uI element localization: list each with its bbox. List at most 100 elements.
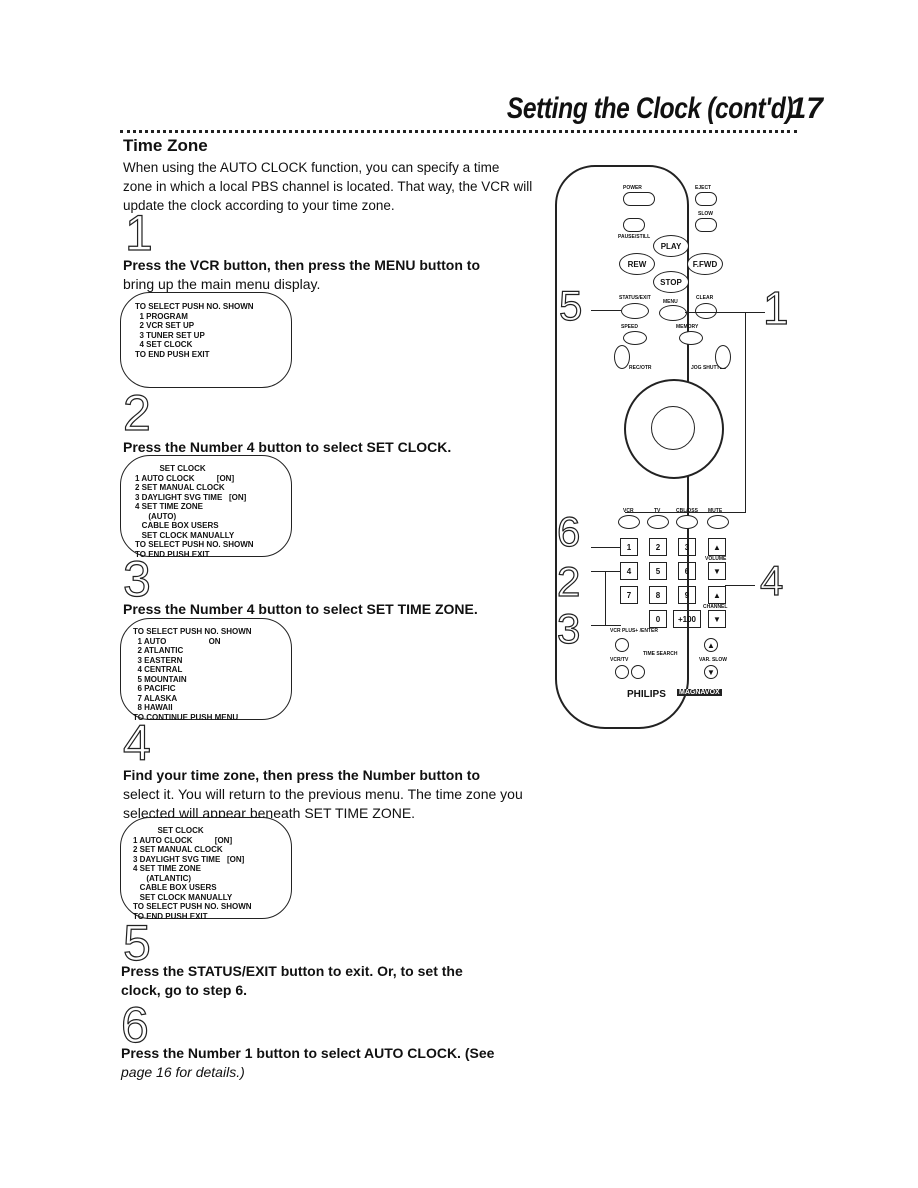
key-6[interactable]: 6 <box>678 562 696 580</box>
vcrtv-button[interactable] <box>615 665 629 679</box>
clear-label: CLEAR <box>696 295 714 301</box>
key-8[interactable]: 8 <box>649 586 667 604</box>
screen-line: SET CLOCK MANUALLY <box>133 892 233 902</box>
key-9[interactable]: 9 <box>678 586 696 604</box>
key-7[interactable]: 7 <box>620 586 638 604</box>
callout-4: 4 <box>759 557 784 604</box>
power-label: POWER <box>623 185 642 191</box>
screen-line: 4 SET TIME ZONE <box>135 502 204 511</box>
memory-label: MEMORY <box>676 324 699 330</box>
time-search-label: TIME SEARCH <box>643 651 678 657</box>
eject-label: EJECT <box>695 185 712 191</box>
screen-line: 2 VCR SET UP <box>135 321 195 330</box>
pause-button[interactable] <box>623 218 645 232</box>
set-clock-screen: SET CLOCK 1 AUTO CLOCK [ON] 2 SET MANUAL… <box>120 455 292 559</box>
key-3[interactable]: 3 <box>678 538 696 556</box>
clear-button[interactable] <box>695 303 717 319</box>
menu-button[interactable] <box>659 305 687 321</box>
pointer-line <box>605 571 606 626</box>
stop-button[interactable]: STOP <box>653 271 689 293</box>
screen-line: TO SELECT PUSH NO. SHOWN <box>133 627 252 636</box>
var-slow-down-button[interactable]: ▼ <box>704 665 718 679</box>
step-1-text: Press the VCR button, then press the MEN… <box>123 256 480 294</box>
key-5[interactable]: 5 <box>649 562 667 580</box>
step-line: Find your time zone, then press the Numb… <box>123 767 481 783</box>
key-0[interactable]: 0 <box>649 610 667 628</box>
pointer-line <box>725 585 755 586</box>
intro-line: When using the AUTO CLOCK function, you … <box>123 160 500 175</box>
mute-button[interactable] <box>707 515 729 529</box>
screen-line: 7 ALASKA <box>133 693 178 703</box>
step-line: Press the Number 1 button to select AUTO… <box>121 1045 495 1061</box>
pause-label: PAUSE/STILL <box>618 234 651 240</box>
screen-text: TO SELECT PUSH NO. SHOWN 1 AUTO ON 2 ATL… <box>133 627 252 722</box>
key-4[interactable]: 4 <box>620 562 638 580</box>
step-number: 6 <box>120 997 149 1053</box>
callout-5: 5 <box>558 282 583 329</box>
volume-up-key[interactable]: ▲ <box>708 538 726 556</box>
step-number: 1 <box>124 205 153 261</box>
key-plus100[interactable]: +100 <box>673 610 701 628</box>
screen-line: 2 ATLANTIC <box>133 646 184 655</box>
step-line: Press the STATUS/EXIT button to exit. Or… <box>121 963 463 979</box>
pointer-line <box>745 312 746 512</box>
jog-shuttle-dial[interactable] <box>624 379 724 479</box>
brand-logo: PHILIPS <box>627 689 666 700</box>
step-3-text: Press the Number 4 button to select SET … <box>123 600 478 619</box>
vcr-button[interactable] <box>618 515 640 529</box>
step-line: page 16 for details.) <box>121 1064 245 1080</box>
set-clock-screen-updated: SET CLOCK 1 AUTO CLOCK [ON] 2 SET MANUAL… <box>120 817 292 921</box>
play-button[interactable]: PLAY <box>653 235 689 257</box>
memory-button[interactable] <box>679 331 703 345</box>
slow-button[interactable] <box>695 218 717 232</box>
var-slow-up-button[interactable]: ▲ <box>704 638 718 652</box>
step-line: select it. You will return to the previo… <box>123 786 523 802</box>
ffwd-button[interactable]: F.FWD <box>687 253 723 275</box>
screen-text: SET CLOCK 1 AUTO CLOCK [ON] 2 SET MANUAL… <box>135 464 254 559</box>
step-5-text: Press the STATUS/EXIT button to exit. Or… <box>121 962 463 1000</box>
screen-line: 1 PROGRAM <box>135 311 188 321</box>
rew-button[interactable]: REW <box>619 253 655 275</box>
screen-line: TO SELECT PUSH NO. SHOWN <box>133 902 252 911</box>
callout-3: 3 <box>556 605 581 652</box>
menu-label: MENU <box>663 299 678 305</box>
power-button[interactable] <box>623 192 655 206</box>
cbl-button[interactable] <box>676 515 698 529</box>
step-line: Press the Number 4 button to select SET … <box>123 439 452 455</box>
key-1[interactable]: 1 <box>620 538 638 556</box>
key-2[interactable]: 2 <box>649 538 667 556</box>
remote-illustration: POWER EJECT SLOW PAUSE/STILL PLAY REW F.… <box>555 165 805 745</box>
vcrplus-button[interactable] <box>615 638 629 652</box>
step-number: 3 <box>122 551 151 607</box>
time-search-button[interactable] <box>631 665 645 679</box>
jog-center[interactable] <box>651 406 695 450</box>
screen-line: 2 SET MANUAL CLOCK <box>135 483 225 492</box>
screen-line: TO SELECT PUSH NO. SHOWN <box>135 302 254 311</box>
screen-line: 2 SET MANUAL CLOCK <box>133 845 223 854</box>
vcr-label: VCR <box>623 508 634 514</box>
page-title: Setting the Clock (cont'd) <box>506 92 794 125</box>
pointer-line <box>591 547 621 548</box>
pointer-line <box>591 571 621 572</box>
screen-line: 3 DAYLIGHT SVG TIME [ON] <box>135 492 247 502</box>
channel-up-key[interactable]: ▲ <box>708 586 726 604</box>
screen-line: TO END PUSH EXIT <box>135 349 210 359</box>
callout-1: 1 <box>762 282 789 334</box>
volume-down-key[interactable]: ▼ <box>708 562 726 580</box>
channel-label: CHANNEL <box>703 604 728 610</box>
screen-line: TO SELECT PUSH NO. SHOWN <box>135 540 254 549</box>
jog-label: JOG SHUTTLE <box>691 365 727 371</box>
speed-label: SPEED <box>621 324 638 330</box>
record-button[interactable] <box>614 345 630 369</box>
tv-button[interactable] <box>647 515 669 529</box>
channel-down-key[interactable]: ▼ <box>708 610 726 628</box>
vcrtv-label: VCR/TV <box>610 657 629 663</box>
screen-line: 5 MOUNTAIN <box>133 674 187 684</box>
eject-button[interactable] <box>695 192 717 206</box>
status-exit-button[interactable] <box>621 303 649 319</box>
speed-button[interactable] <box>623 331 647 345</box>
time-zone-screen: TO SELECT PUSH NO. SHOWN 1 AUTO ON 2 ATL… <box>120 618 292 722</box>
intro-text: When using the AUTO CLOCK function, you … <box>123 158 532 215</box>
jog-side-button[interactable] <box>715 345 731 369</box>
intro-line: update the clock according to your time … <box>123 198 395 213</box>
